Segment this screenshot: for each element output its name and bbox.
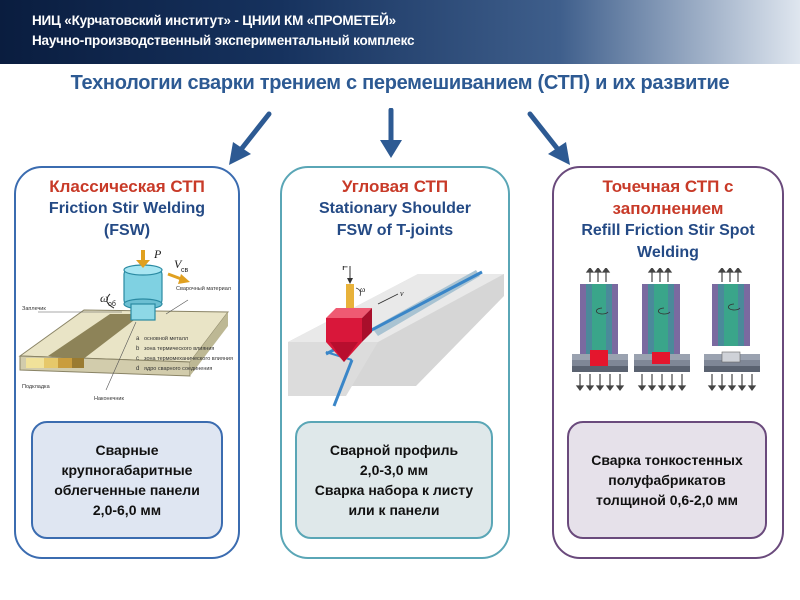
arrow-right-icon [527,111,570,165]
fsw-zone-a-letter: a [136,336,140,342]
panel-angular-title: Угловая СТП Stationary Shoulder FSW of T… [282,176,508,242]
fsw-label-omega: ω [100,291,108,305]
arrow-down-icon [380,108,402,158]
caption-classic-line-3: облегченные панели [54,482,200,498]
panel-refill-title: Точечная СТП с заполнением Refill Fricti… [554,176,782,264]
caption-refill-line-2: полуфабрикатов [608,472,726,488]
panel-angular-fsw: Угловая СТП Stationary Shoulder FSW of T… [280,166,510,559]
angular-fsw-illustration: F ω v [288,266,504,407]
panel-classic-title-en-2: (FSW) [103,222,151,239]
caption-classic-line-1: Сварные [95,442,159,458]
panel-angular-title-en-1: Stationary Shoulder [318,200,472,217]
fsw-label-p: P [153,250,162,261]
fsw-illustration: P V св ω об Сварочный материал Заплечик … [18,250,233,402]
caption-angular-line-1: Сварной профиль [329,442,459,458]
fsw-zone-b-letter: b [136,346,140,352]
panel-refill-spot-fsw: Точечная СТП с заполнением Refill Fricti… [552,166,784,559]
panel-angular-caption: Сварной профиль 2,0-3,0 мм Сварка набора… [295,421,493,539]
angular-label-omega: ω [360,285,365,294]
caption-classic-line-2: крупногабаритные [61,462,193,478]
header-line-2: Научно-производственный экспериментальны… [32,33,415,48]
main-title: Технологии сварки трением с перемешивани… [70,72,730,94]
panel-refill-title-ru-2: заполнением [612,199,724,218]
fsw-zone-d-letter: d [136,366,139,372]
panel-refill-title-ru-1: Точечная СТП с [602,177,734,196]
panel-classic-caption: Сварные крупногабаритные облегченные пан… [31,421,223,539]
panel-refill-title-en-1: Refill Friction Stir Spot [581,222,755,239]
caption-classic-line-4: 2,0-6,0 мм [92,502,162,518]
panel-classic-fsw: Классическая СТП Friction Stir Welding (… [14,166,240,559]
caption-angular-line-3: Сварка набора к листу [314,482,474,498]
refill-spot-illustration [572,268,760,391]
caption-angular-line-2: 2,0-3,0 мм [359,462,429,478]
panel-refill-title-en-2: Welding [637,244,699,261]
fsw-label-v: V [174,257,183,271]
fsw-legend-b: зона термического влияния [144,346,214,352]
fsw-note-pin: Наконечник [94,396,124,402]
fsw-note-material: Сварочный материал [176,285,231,292]
panel-classic-title: Классическая СТП Friction Stir Welding (… [16,176,238,242]
fsw-note-backing: Подкладка [22,384,51,390]
header-line-1: НИЦ «Курчатовский институт» - ЦНИИ КМ «П… [32,13,396,28]
fsw-zone-c-letter: c [136,356,139,362]
panel-classic-title-ru: Классическая СТП [49,177,205,196]
panel-classic-title-en-1: Friction Stir Welding [48,200,206,217]
fsw-label-omega-sub: об [108,300,116,308]
panel-refill-caption: Сварка тонкостенных полуфабрикатов толщи… [567,421,767,539]
caption-refill-line-1: Сварка тонкостенных [591,452,743,468]
header-banner: НИЦ «Курчатовский институт» - ЦНИИ КМ «П… [0,0,800,64]
angular-label-v: v [400,289,404,298]
caption-refill-line-3: толщиной 0,6-2,0 мм [596,492,738,508]
caption-angular-line-4: или к панели [348,502,440,518]
fsw-note-shoulder: Заплечик [22,306,46,312]
fsw-legend-a: основной металл [144,335,188,342]
angular-label-f: F [342,266,348,273]
panel-angular-title-ru: Угловая СТП [341,177,449,196]
fsw-label-v-sub: св [181,267,189,274]
arrow-left-icon [229,111,272,165]
fsw-legend-c: зона термомеханического влияния [144,356,233,362]
panel-angular-title-en-2: FSW of T-joints [336,222,454,239]
fsw-legend-d: ядро сварного соединения [144,366,212,372]
